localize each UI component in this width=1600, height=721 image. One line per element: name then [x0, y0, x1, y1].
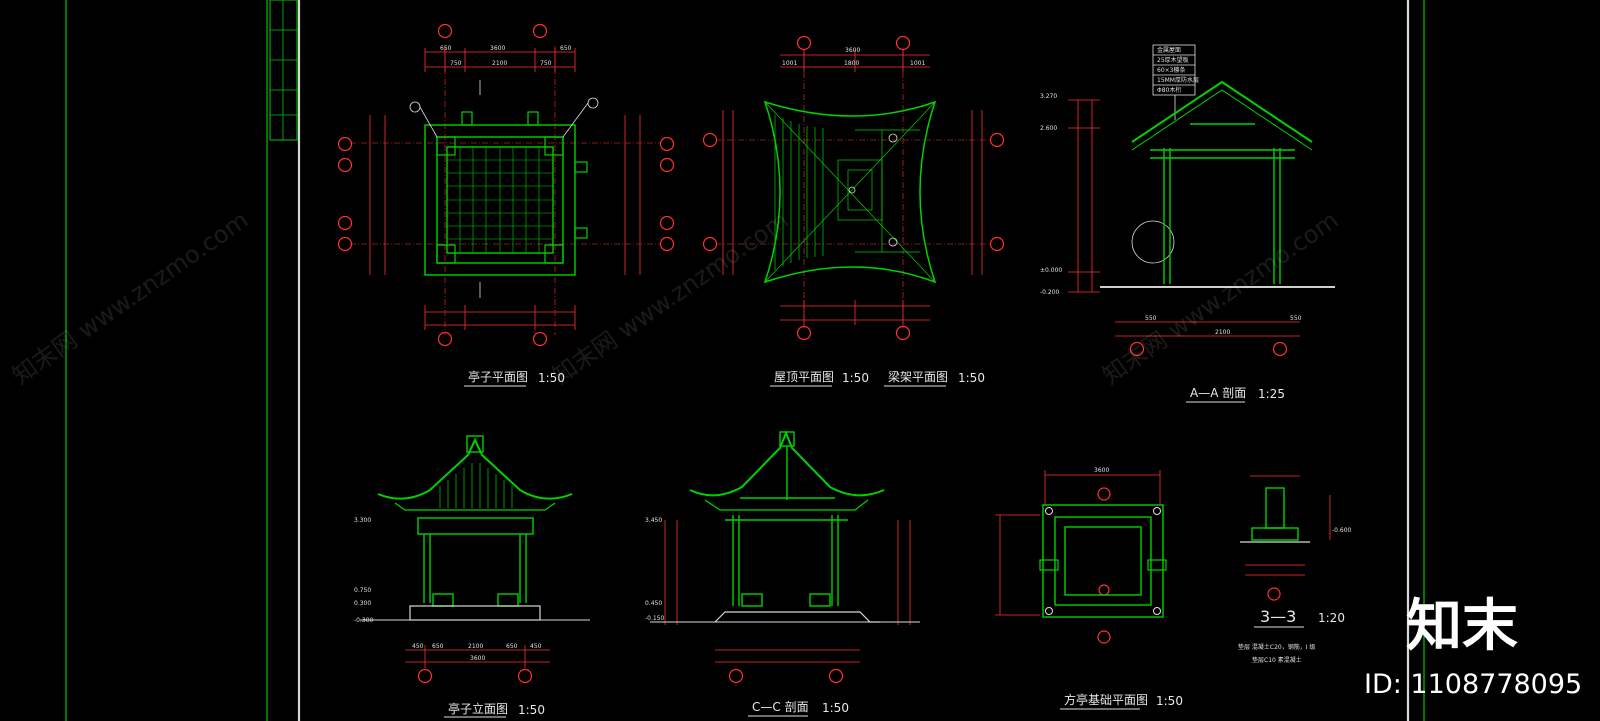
plan-title: 亭子平面图: [468, 369, 528, 384]
section-c-drawing: 3.450 0.450 -0.150: [645, 430, 920, 684]
elevation-title: 亭子立面图: [448, 701, 508, 716]
section-stack-1: 金属屋面: [1157, 46, 1181, 54]
elev-level-4: -0.300: [354, 617, 374, 624]
secc-level-1: 3.450: [645, 517, 662, 524]
drawing-frame: [65, 0, 1425, 721]
foundation-scale: 1:50: [1156, 694, 1183, 708]
roof-dim-2: 1800: [844, 60, 859, 67]
roof-dim-total: 3600: [845, 47, 860, 54]
detail-drawing: -0.600 垫层 混凝土C20，钢筋，Ⅰ 级 垫层C10 素混凝土: [1238, 475, 1352, 664]
plan-dim-top-4: 750: [540, 60, 552, 67]
section-level-1: 3.270: [1040, 93, 1057, 100]
plan-dim-top-1: 650: [440, 45, 452, 52]
elevation-scale: 1:50: [518, 703, 545, 717]
beam-title: 梁架平面图: [888, 369, 948, 384]
asset-id-label: ID: 1108778095: [1364, 669, 1582, 700]
detail-level: -0.600: [1332, 527, 1352, 534]
elev-level-3: 0.300: [354, 600, 371, 607]
plan-drawing: 650 750 2100 750 650 3600: [337, 23, 675, 347]
elev-level-2: 0.750: [354, 587, 371, 594]
section-dim-1: 550: [1145, 315, 1157, 322]
section-dim-2: 2100: [1215, 329, 1230, 336]
elevation-drawing: 3.300 0.750 0.300 -0.300 450 650 2100 65…: [354, 435, 590, 684]
elev-dim-2: 650: [432, 643, 444, 650]
elev-dim-4: 650: [506, 643, 518, 650]
section-stack-2: 25厚木望板: [1157, 56, 1189, 64]
roof-title: 屋顶平面图: [774, 370, 834, 384]
secc-level-2: 0.450: [645, 600, 662, 607]
section-level-3: ±0.000: [1040, 267, 1062, 274]
section-stack-4: 15MM厚防水层: [1157, 76, 1199, 84]
beam-scale: 1:50: [958, 371, 985, 385]
roof-dim-1: 1001: [782, 60, 797, 67]
section-stack-3: 60×3檩条: [1157, 66, 1185, 74]
section-stack-5: Φ80木桁: [1157, 86, 1181, 94]
plan-dim-top-3: 2100: [492, 60, 507, 67]
elev-dim-5: 450: [530, 643, 542, 650]
elev-dim-total: 3600: [470, 655, 485, 662]
plan-dim-top-2: 750: [450, 60, 462, 67]
roof-plan-drawing: 1001 1800 1001 3600: [702, 35, 1005, 341]
elev-dim-3: 2100: [468, 643, 483, 650]
section-c-title: C—C 剖面: [752, 700, 809, 714]
foundation-drawing: 3600: [995, 467, 1167, 644]
drawing-titles: 亭子平面图 1:50 屋顶平面图 1:50 梁架平面图 1:50 A—A 剖面 …: [444, 369, 1345, 718]
plan-dim-top-5: 650: [560, 45, 572, 52]
plan-scale: 1:50: [538, 371, 565, 385]
foundation-dim-total: 3600: [1094, 467, 1109, 474]
section-c-scale: 1:50: [822, 701, 849, 715]
section-a-drawing: 金属屋面 25厚木望板 60×3檩条 15MM厚防水层 Φ80木桁 3.270 …: [1040, 44, 1335, 357]
detail-note-2: 垫层C10 素混凝土: [1252, 656, 1302, 664]
detail-note-1: 垫层 混凝土C20，钢筋，Ⅰ 级: [1238, 643, 1315, 651]
brand-logo: 知末: [1406, 594, 1518, 659]
section-level-2: 2.600: [1040, 125, 1057, 132]
elev-level-1: 3.300: [354, 517, 371, 524]
roof-dim-3: 1001: [910, 60, 925, 67]
section-a-title: A—A 剖面: [1190, 386, 1246, 400]
detail-title: 3—3: [1260, 607, 1296, 626]
elev-dim-1: 450: [412, 643, 424, 650]
roof-scale: 1:50: [842, 371, 869, 385]
foundation-title: 方亭基础平面图: [1064, 692, 1148, 707]
section-a-scale: 1:25: [1258, 387, 1285, 401]
secc-level-3: -0.150: [645, 615, 665, 622]
detail-scale: 1:20: [1318, 611, 1345, 625]
section-dim-3: 550: [1290, 315, 1302, 322]
plan-dim-total: 3600: [490, 45, 505, 52]
section-level-4: -0.200: [1040, 289, 1060, 296]
